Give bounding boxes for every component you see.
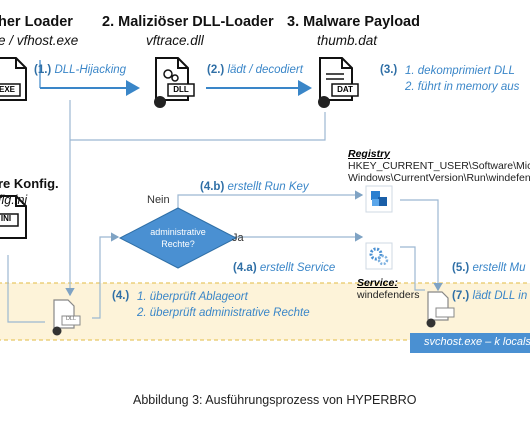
header-3-title: 3. Malware Payload	[287, 14, 420, 30]
step-4b: (4.b) erstellt Run Key	[200, 181, 309, 193]
step-3-item-2: 2. führt in memory aus	[405, 81, 520, 93]
step-4a-number: (4.a)	[233, 262, 257, 274]
dll-label: DLL	[173, 85, 189, 94]
service-title: Service:	[357, 277, 398, 289]
flow-line-service	[400, 246, 425, 291]
header-1-title: her Loader	[0, 14, 73, 30]
step-5: (5.) erstellt Mu	[452, 262, 526, 274]
ini-label: INI	[0, 214, 12, 223]
step-7-label: lädt DLL in	[472, 290, 528, 302]
step-4-item-2: 2. überprüft administrative Rechte	[137, 307, 310, 319]
decision-diamond	[118, 207, 238, 269]
flow-line-ini	[7, 255, 45, 323]
dll-file-icon	[154, 57, 195, 108]
step-2-label: lädt / decodiert	[227, 64, 303, 76]
registry-path-line-2: Windows\CurrentVersion\Run\windefend	[348, 172, 530, 184]
step-2: (2.) lädt / decodiert	[207, 64, 303, 76]
decision-line-2: Rechte?	[161, 239, 195, 249]
ini-file-icon	[0, 195, 27, 239]
step-4-item-1: 1. überprüft Ablageort	[137, 291, 248, 303]
step-1-label: DLL-Hijacking	[54, 64, 127, 76]
service-icon	[365, 242, 393, 270]
decision-no-label: Nein	[147, 194, 170, 206]
step-4a: (4.a) erstellt Service	[233, 262, 335, 274]
figure-caption: Abbildung 3: Ausführungsprozess von HYPE…	[133, 393, 417, 407]
step-4a-label: erstellt Service	[259, 262, 336, 274]
flow-line-nein	[177, 190, 364, 212]
header-2-subtitle: vftrace.dll	[146, 33, 204, 48]
header-3-subtitle: thumb.dat	[317, 33, 378, 48]
step-5-label: erstellt Mu	[472, 262, 526, 274]
exe-label: EXE	[0, 85, 15, 94]
small-dll-icon-left	[52, 299, 81, 336]
small-dll-icon-right	[426, 291, 455, 328]
step-7-number: (7.)	[452, 290, 470, 302]
registry-path-line-1: HKEY_CURRENT_USER\Software\Micro	[348, 160, 530, 172]
step-4-number: (4.)	[112, 290, 129, 302]
config-subtitle: fig.ini	[0, 193, 28, 207]
dat-label: DAT	[337, 85, 353, 94]
service-name: windefenders	[357, 289, 420, 301]
step-7: (7.) lädt DLL in	[452, 290, 527, 302]
exe-file-icon	[0, 57, 27, 101]
step-3-item-1: 1. dekomprimiert DLL	[405, 65, 515, 77]
decision-yes-label: Ja	[232, 232, 244, 244]
step-1: (1.) DLL-Hijacking	[34, 64, 126, 76]
header-2-title: 2. Maliziöser DLL-Loader	[102, 14, 274, 30]
config-title: re Konfig.	[0, 176, 59, 191]
registry-title: Registry	[348, 148, 391, 160]
dat-file-icon	[318, 57, 359, 108]
step-4-number-text: (4.)	[112, 290, 130, 302]
registry-icon	[365, 185, 393, 213]
flow-line-to-diamond	[92, 232, 120, 319]
decision-text: administrative Rechte?	[128, 226, 228, 250]
step-1-number: (1.)	[34, 64, 52, 76]
small-dll-label: DLL	[65, 316, 77, 322]
step-4b-label: erstellt Run Key	[227, 181, 309, 193]
decision-line-1: administrative	[150, 227, 206, 237]
step-4b-number: (4.b)	[200, 181, 225, 193]
svchost-box	[410, 333, 530, 353]
step-2-number: (2.)	[207, 64, 225, 76]
header-1-subtitle: e / vfhost.exe	[0, 33, 79, 48]
flow-line-registry	[400, 199, 443, 292]
flow-line-dat	[70, 112, 326, 141]
step-5-number: (5.)	[452, 262, 470, 274]
step-3-number: (3.)	[380, 64, 398, 76]
svchost-label: svchost.exe – k localsy	[424, 336, 530, 348]
